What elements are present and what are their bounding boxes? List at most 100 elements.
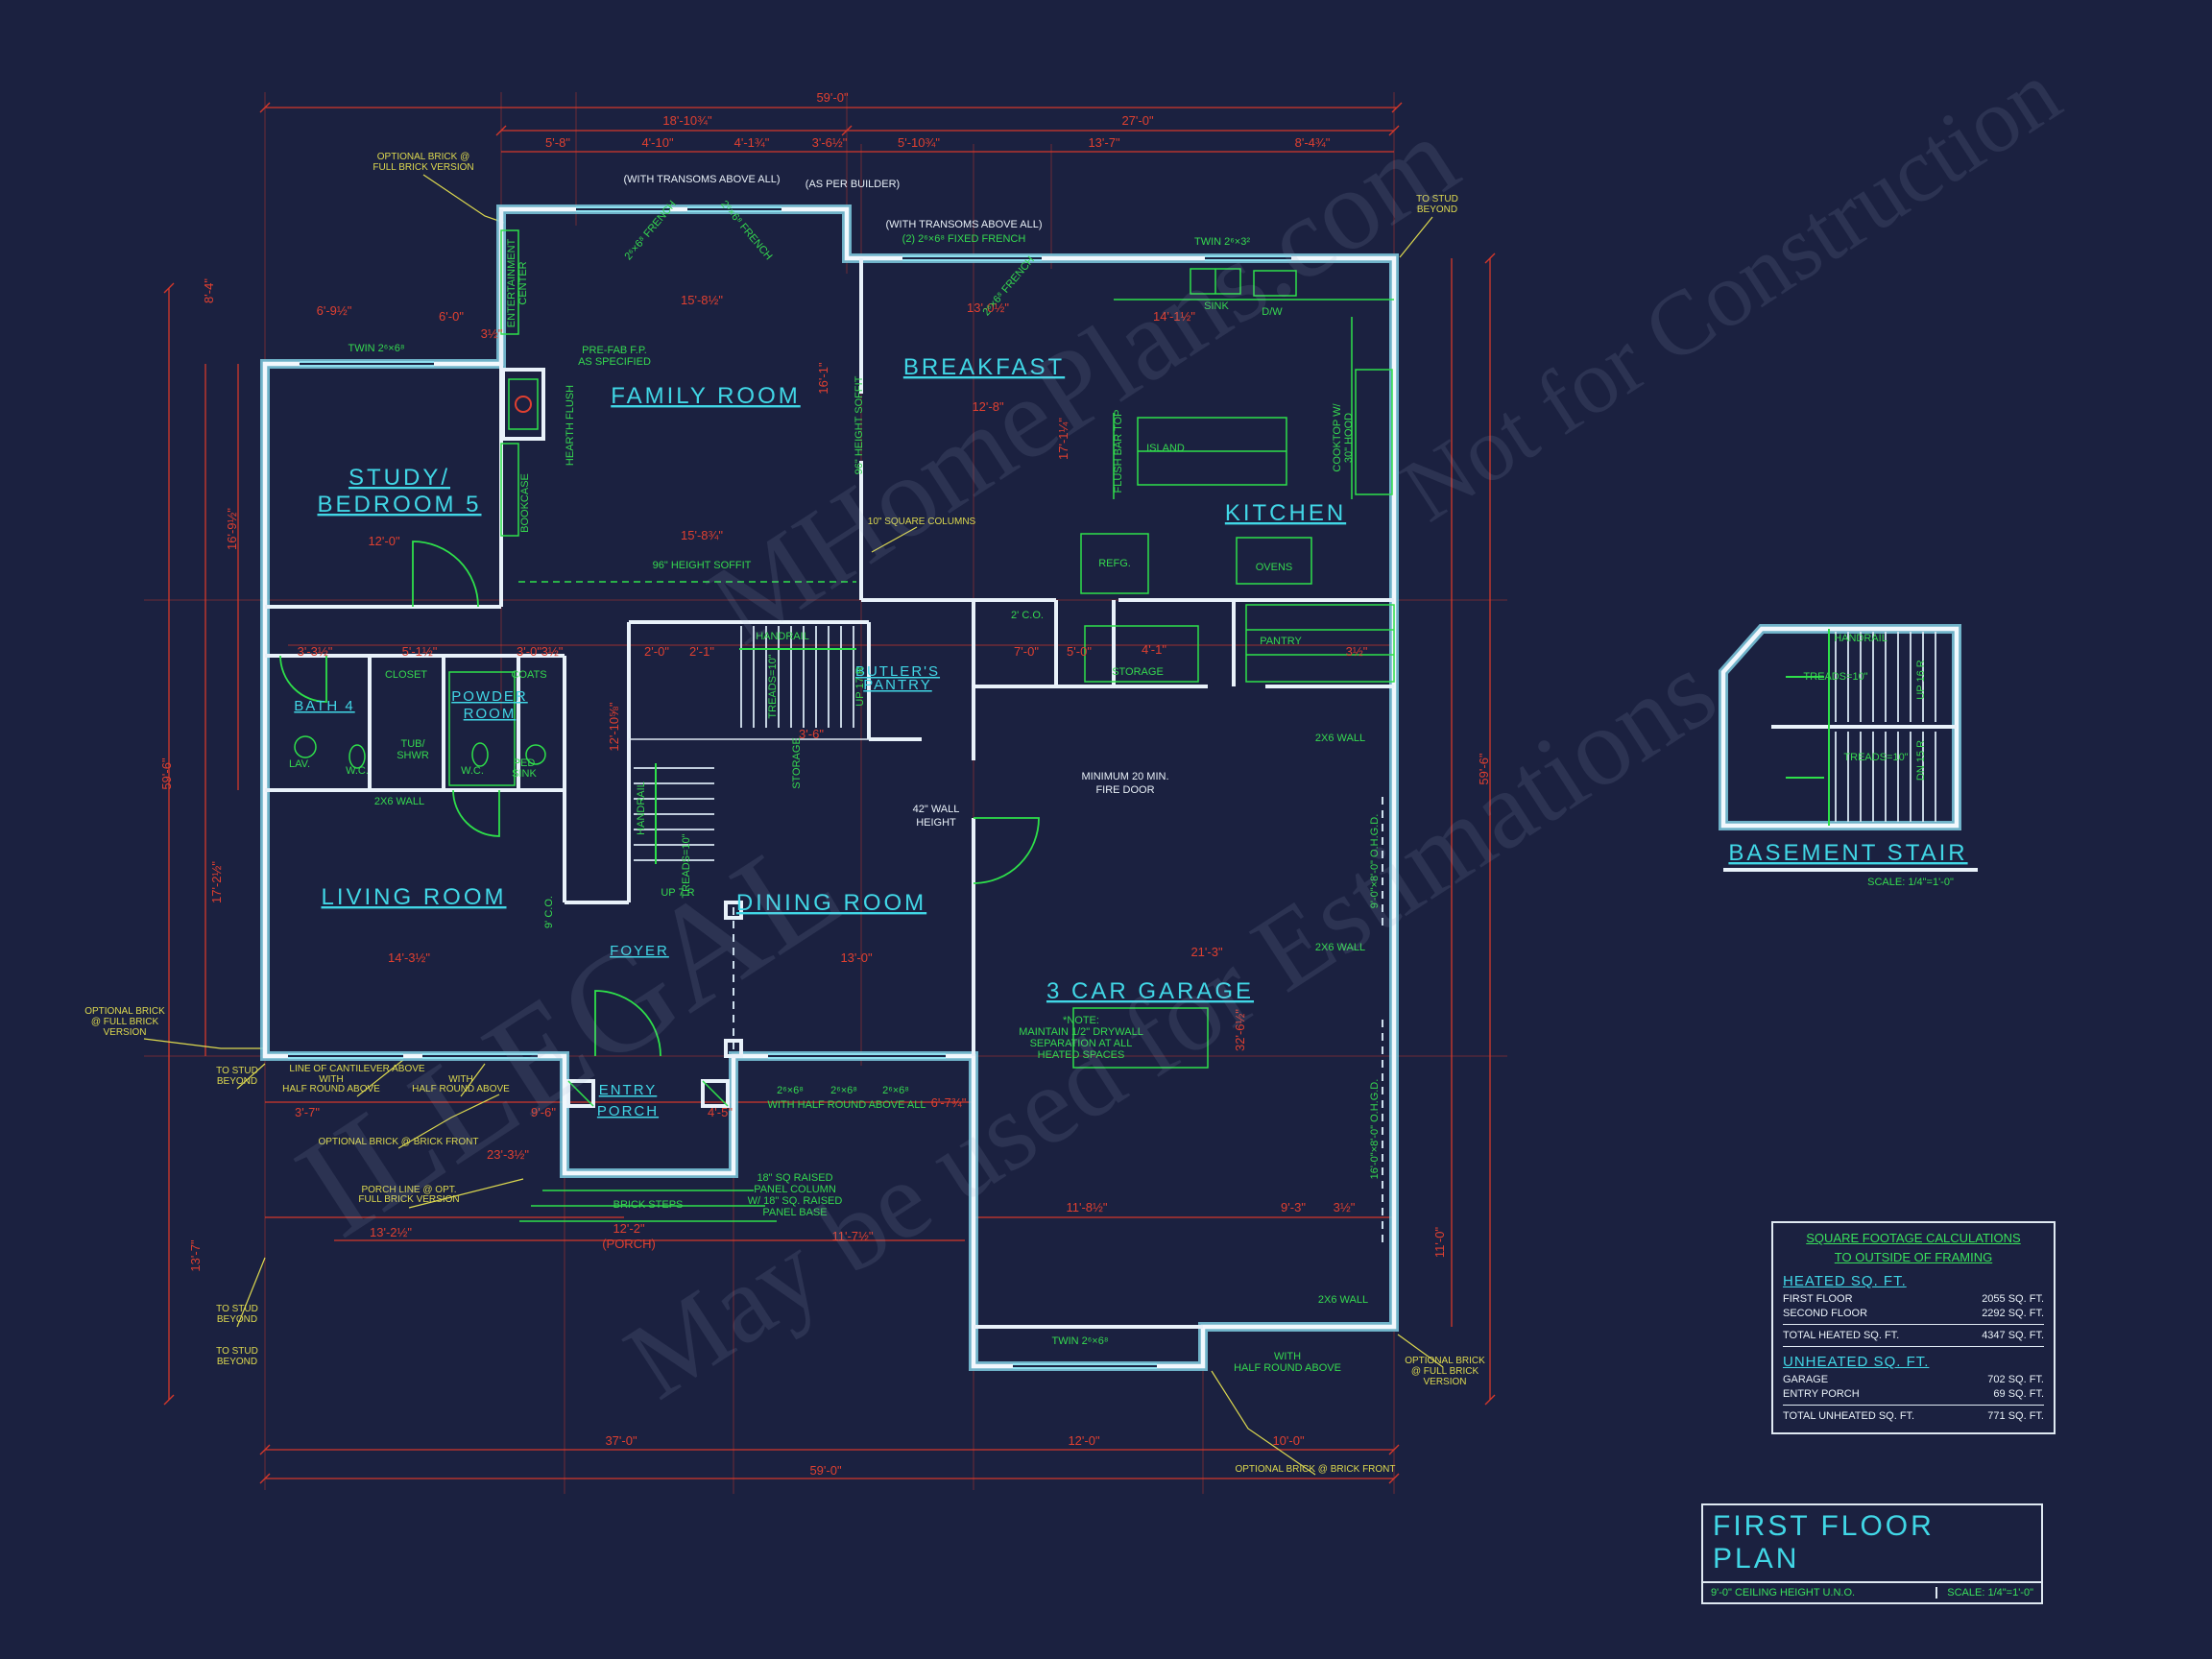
plan-text: 42" WALL [913, 804, 960, 815]
plan-text: @ FULL BRICK [91, 1017, 159, 1027]
plan-text: 9'-3" [1281, 1200, 1306, 1214]
plan-text: 3½" [481, 326, 503, 341]
plan-text: 16'-0"×8'-0" O.H.G.D. [1369, 1079, 1381, 1180]
plan-text: TO STUD [216, 1346, 258, 1357]
plan-text: LINE OF CANTILEVER ABOVE [289, 1064, 424, 1074]
plan-text: BEYOND [217, 1314, 257, 1325]
room-label-study: STUDY/ [349, 465, 450, 491]
table-total-row: TOTAL UNHEATED SQ. FT. 771 SQ. FT. [1783, 1410, 2044, 1422]
plan-text: 5'-0" [1067, 644, 1092, 659]
plan-text: D/W [1262, 306, 1283, 318]
plan-text: (2) 2⁶×6⁸ FIXED FRENCH [902, 233, 1026, 245]
plan-text: BUTLER'S [855, 663, 940, 680]
dimension-ticks [163, 102, 1496, 1484]
dimension-lines [163, 102, 1496, 1484]
plan-text: *NOTE: [1063, 1015, 1099, 1026]
room-label-kitchen: KITCHEN [1225, 500, 1346, 526]
plan-text: DN 15 R [1915, 740, 1927, 781]
plan-text: (PORCH) [602, 1237, 656, 1251]
plan-text: 12'-0" [1068, 1433, 1100, 1448]
plan-text: SHWR [397, 750, 429, 761]
plan-text: 3½" [541, 644, 564, 659]
plan-text: HEARTH FLUSH [565, 385, 576, 466]
row-value: 771 SQ. FT. [1987, 1410, 2044, 1422]
plan-text: FIRE DOOR [1095, 784, 1154, 796]
plan-text: 27'-0" [1121, 113, 1154, 128]
plan-text: 11'-0" [1432, 1227, 1447, 1259]
plan-text: 2⁶×6⁸ [830, 1085, 857, 1096]
room-label-dining-room: DINING ROOM [736, 890, 926, 916]
plan-text: 2X6 WALL [1315, 733, 1365, 744]
plan-text: 6'-0" [439, 309, 464, 324]
plan-text: 9'-0"×8'-0" O.H.G.D. [1369, 814, 1381, 909]
plan-text: HEATED SPACES [1038, 1049, 1125, 1061]
room-label-powder-room: POWDER [451, 688, 528, 705]
plan-text: 3'-7" [295, 1105, 320, 1119]
plan-text: SINK [1204, 301, 1229, 312]
sqft-table: SQUARE FOOTAGE CALCULATIONS TO OUTSIDE O… [1771, 1221, 2056, 1434]
plan-text: WITH HALF ROUND ABOVE ALL [767, 1099, 926, 1111]
row-label: TOTAL HEATED SQ. FT. [1783, 1330, 1900, 1341]
plan-text: 3½" [1334, 1200, 1356, 1214]
plan-text: SINK [512, 768, 537, 780]
plan-text: TWIN 2⁶×3² [1194, 236, 1250, 248]
plan-text: OPTIONAL BRICK [84, 1006, 165, 1017]
plan-text: 13'-2½" [370, 1225, 412, 1239]
plan-text: 59'-0" [816, 90, 849, 105]
plan-text: 7'-0" [1014, 644, 1039, 659]
plan-text: 8'-4¾" [1295, 135, 1331, 150]
plan-text: TREADS=10" [1803, 671, 1867, 683]
table-row: ENTRY PORCH 69 SQ. FT. [1783, 1388, 2044, 1400]
row-label: GARAGE [1783, 1374, 1829, 1385]
plan-text: 18'-10¾" [662, 113, 712, 128]
plan-text: 9' C.O. [543, 896, 555, 928]
plan-text: 17'-1¼" [1056, 418, 1070, 460]
plan-text: 13'-0" [840, 950, 873, 965]
plan-text: 16'-1" [816, 362, 830, 395]
plan-text: 6'-7¾" [931, 1095, 967, 1110]
plan-text: 3'-6½" [812, 135, 848, 150]
plan-text: HALF ROUND ABOVE [412, 1084, 510, 1094]
heated-section-label: HEATED SQ. FT. [1783, 1273, 1907, 1289]
plan-text: 96" HEIGHT SOFFIT [854, 375, 865, 474]
plan-text: HEIGHT [916, 817, 956, 829]
row-label: SECOND FLOOR [1783, 1308, 1868, 1319]
plan-text: 37'-0" [605, 1433, 637, 1448]
plan-text: TO STUD [216, 1066, 258, 1076]
sqft-header: SQUARE FOOTAGE CALCULATIONS [1806, 1231, 2021, 1245]
plan-text: TWIN 2⁶×6⁸ [1052, 1335, 1109, 1347]
plan-text: 15'-8¾" [681, 528, 723, 542]
sheet-title: FIRST FLOOR PLAN [1713, 1510, 1935, 1575]
room-label-bedroom5: BEDROOM 5 [317, 492, 481, 517]
plan-text: 2'-1" [689, 644, 714, 659]
plan-text: MINIMUM 20 MIN. [1081, 771, 1168, 782]
plan-text: OPTIONAL BRICK @ BRICK FRONT [318, 1137, 478, 1147]
plan-text: TUB/ [400, 738, 425, 750]
plan-text: OPTIONAL BRICK @ BRICK FRONT [1235, 1464, 1395, 1475]
title-block-footer: 9'-0" CEILING HEIGHT U.N.O. SCALE: 1/4"=… [1703, 1581, 2041, 1602]
door-swings [279, 541, 1040, 1057]
plan-text: 3'-6" [799, 727, 824, 741]
plan-text: ROOM [464, 706, 517, 722]
plan-text: 2X6 WALL [374, 796, 424, 807]
plan-text: SCALE: 1/4"=1'-0" [1867, 877, 1954, 888]
unheated-section-label: UNHEATED SQ. FT. [1783, 1354, 1930, 1370]
plan-text: 5'-8" [545, 135, 570, 150]
plan-text: 13'-7" [188, 1239, 203, 1272]
table-row: GARAGE 702 SQ. FT. [1783, 1374, 2044, 1385]
plan-text: 96" HEIGHT SOFFIT [653, 560, 752, 571]
plan-text: 4'-10" [641, 135, 674, 150]
plan-text: TREADS=10" [681, 833, 692, 898]
plan-text: WITH [1274, 1351, 1301, 1362]
plan-text: HANDRAIL [756, 631, 809, 642]
plan-text: 18" SQ RAISED [757, 1172, 832, 1184]
plan-text: COOKTOP W/ [1332, 403, 1343, 472]
plan-text: 16'-9½" [225, 508, 239, 550]
plan-text: 30" HOOD [1343, 413, 1355, 463]
plan-text: 4'-5" [708, 1105, 733, 1119]
row-label: FIRST FLOOR [1783, 1293, 1853, 1305]
detail-title-basement-stair: BASEMENT STAIR [1728, 840, 1967, 866]
plan-text: 11'-8½" [1067, 1200, 1108, 1214]
plan-text: CLOSET [385, 669, 427, 681]
